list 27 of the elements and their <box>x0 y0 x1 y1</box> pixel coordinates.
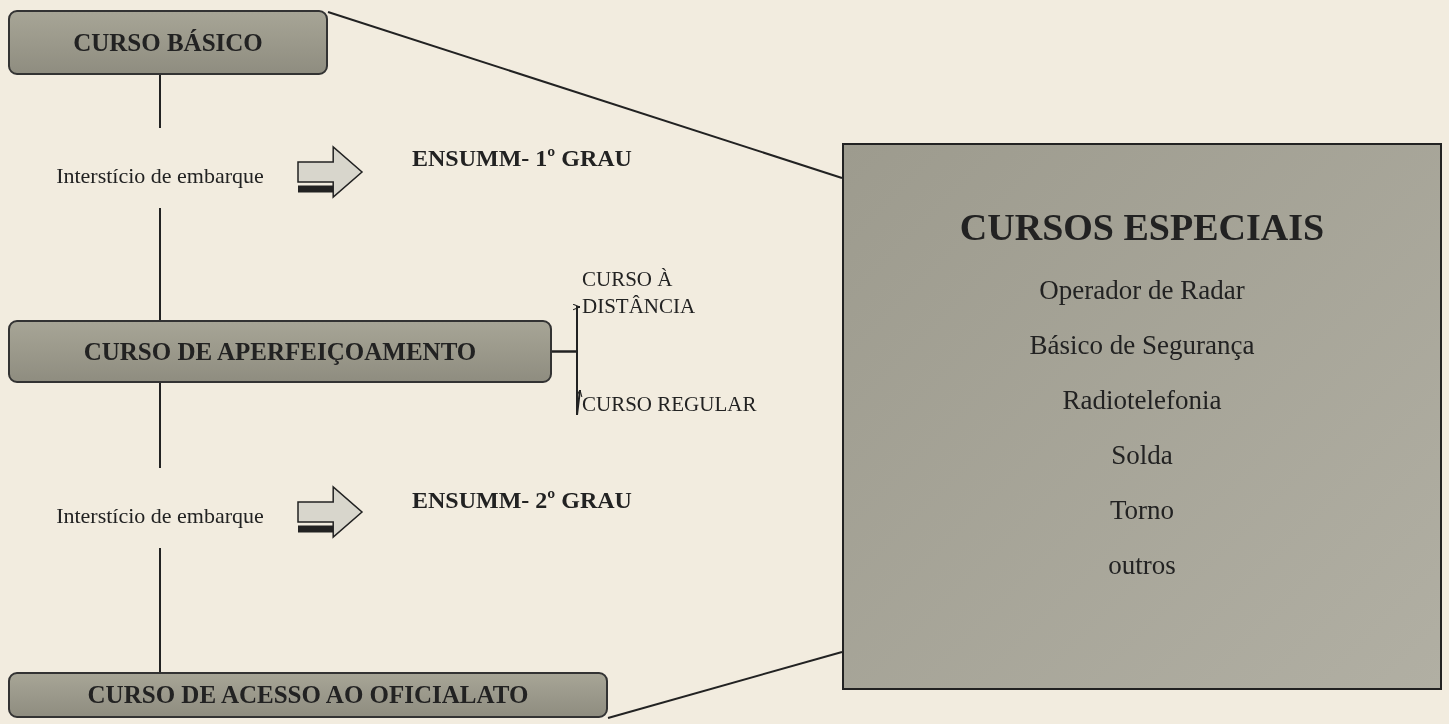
level-label: ENSUMM- 2º GRAU <box>412 486 632 514</box>
course-name: Básico de Segurança <box>1029 330 1255 361</box>
panel-title: CURSOS ESPECIAIS <box>959 205 1325 249</box>
connector-line <box>327 11 843 179</box>
connector-line <box>159 547 161 673</box>
connector-line <box>159 74 161 129</box>
option-label: CURSO REGULAR <box>582 391 757 419</box>
course-box <box>8 320 552 383</box>
course-name: Solda <box>1111 440 1173 471</box>
interval-label: Interstício de embarque <box>56 502 264 530</box>
connector-line <box>607 651 843 719</box>
course-name: Operador de Radar <box>1039 275 1245 306</box>
course-title: CURSO BÁSICO <box>73 28 263 57</box>
level-label: ENSUMM- 1º GRAU <box>412 144 632 172</box>
course-name: outros <box>1108 550 1176 581</box>
interval-label: Interstício de embarque <box>56 162 264 190</box>
course-title: CURSO DE ACESSO AO OFICIALATO <box>87 681 529 709</box>
course-name: Radiotelefonia <box>1062 385 1222 416</box>
course-name: Torno <box>1109 495 1175 526</box>
course-box <box>8 10 328 75</box>
arrow <box>551 350 583 416</box>
connector-line <box>159 207 161 321</box>
course-box <box>8 672 608 718</box>
special-courses-panel <box>842 143 1442 690</box>
connector-line <box>159 382 161 469</box>
course-title: CURSO DE APERFEIÇOAMENTO <box>83 337 477 366</box>
option-label: CURSO À DISTÂNCIA <box>582 265 697 320</box>
